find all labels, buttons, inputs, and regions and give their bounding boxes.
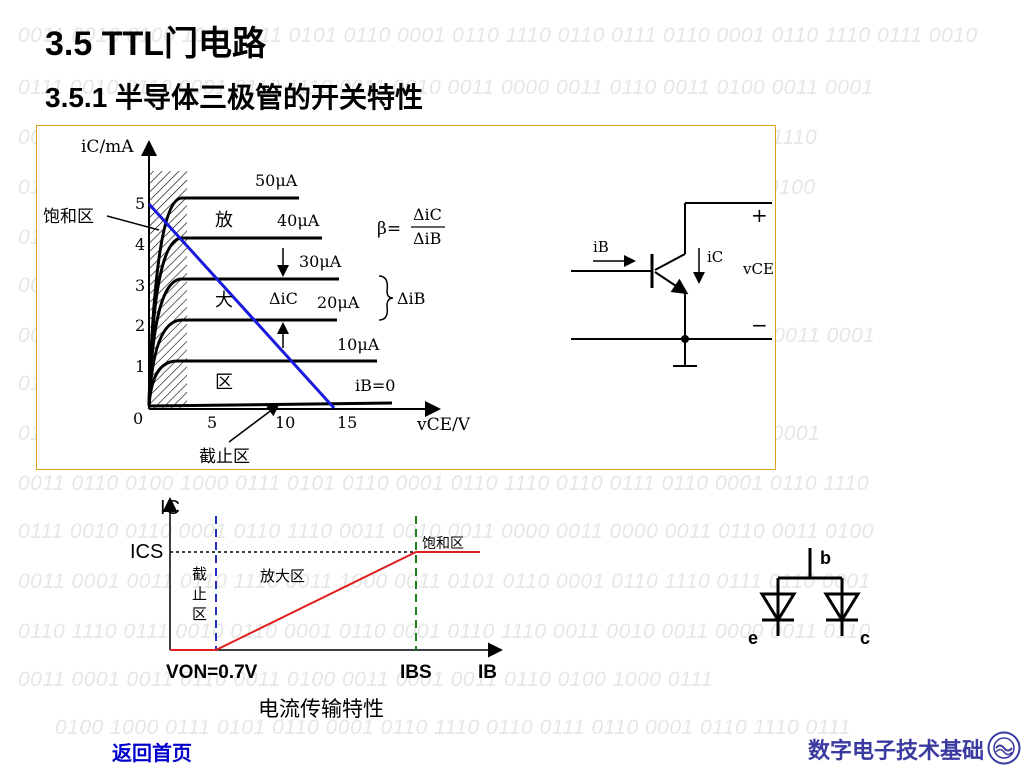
course-name: 数字电子技术基础 [807,738,984,763]
ib-axis-label: IB [478,662,497,683]
amplify-region-label: 大 [215,290,233,311]
curve-label: 40μA [277,211,320,230]
beta-numerator: ΔiC [413,205,442,224]
y-tick: 3 [135,276,145,295]
collector-diag [654,253,686,271]
x-axis-label: vCE/V [416,415,471,435]
amplify-region-label: 放 [215,210,233,231]
y-tick: 5 [135,194,145,213]
y-axis-label: iC/mA [81,137,134,157]
collector-label: c [860,628,870,648]
transistor-circuit: iB iC vCE + − [571,202,774,367]
cutoff-label: 止 [192,586,207,603]
y-tick: 2 [135,316,145,335]
saturation-region-label: 饱和区 [43,207,94,227]
amplify-region-label: 区 [215,372,233,393]
y-tick: 0 [133,409,143,428]
amplify-label: 放大区 [260,568,305,585]
transfer-characteristic-chart: IC ICS VON=0.7V IBS IB 截 止 区 放大区 饱和区 电流传… [130,497,503,721]
transfer-caption: 电流传输特性 [258,698,384,721]
y-tick: 1 [135,357,145,376]
saturation-pointer [106,215,160,231]
x-tick: 10 [275,413,295,432]
transfer-line [170,551,480,651]
delta-ib-brace [378,275,394,321]
x-tick: 5 [207,413,217,432]
cutoff-pointer [228,404,280,443]
ic-axis-label: IC [160,497,180,519]
diode-model: b e c [748,548,870,648]
slide-title: 3.5 TTL门电路 [45,25,267,63]
von-label: VON=0.7V [166,662,258,683]
diode-bc-icon [823,592,861,623]
ib-label: iB [593,238,609,256]
cutoff-region-label: 截止区 [199,447,250,467]
emitter-label: e [748,628,758,648]
base-label: b [820,548,831,568]
beta-denominator: ΔiB [413,229,441,248]
beta-symbol: β= [377,219,401,239]
plus-sign: + [751,203,768,227]
curve-label: 10μA [337,335,380,354]
y-tick: 4 [135,235,145,254]
ics-label: ICS [130,541,163,563]
curve-label: 20μA [317,293,360,312]
curve-label: 50μA [255,171,298,190]
junction-dot [681,335,689,343]
back-to-home-link[interactable]: 返回首页 [112,743,192,765]
x-tick: 15 [337,413,357,432]
cutoff-label: 区 [192,606,207,623]
delta-ic-label: ΔiC [269,289,298,308]
curve-label: 30μA [299,252,342,271]
saturation-label: 饱和区 [422,535,464,551]
vce-label: vCE [742,260,774,278]
output-characteristics-svg: iC/mA vCE/V 0 1 2 3 4 5 5 10 15 50μA 40μ… [43,137,774,467]
output-characteristics-figure: iC/mA vCE/V 0 1 2 3 4 5 5 10 15 50μA 40μ… [36,125,776,470]
load-line [147,202,336,410]
university-logo-icon [987,731,1021,765]
delta-ib-label: ΔiB [397,289,425,308]
slide-subtitle: 3.5.1 半导体三极管的开关特性 [45,82,424,113]
curve-label: iB=0 [355,376,395,395]
diode-be-icon [759,592,797,623]
ibs-label: IBS [400,662,432,683]
minus-sign: − [751,313,768,337]
curve-10ua [147,359,377,407]
emitter-diag [654,271,689,295]
cutoff-label: 截 [192,566,207,583]
ic-label: iC [707,248,723,266]
